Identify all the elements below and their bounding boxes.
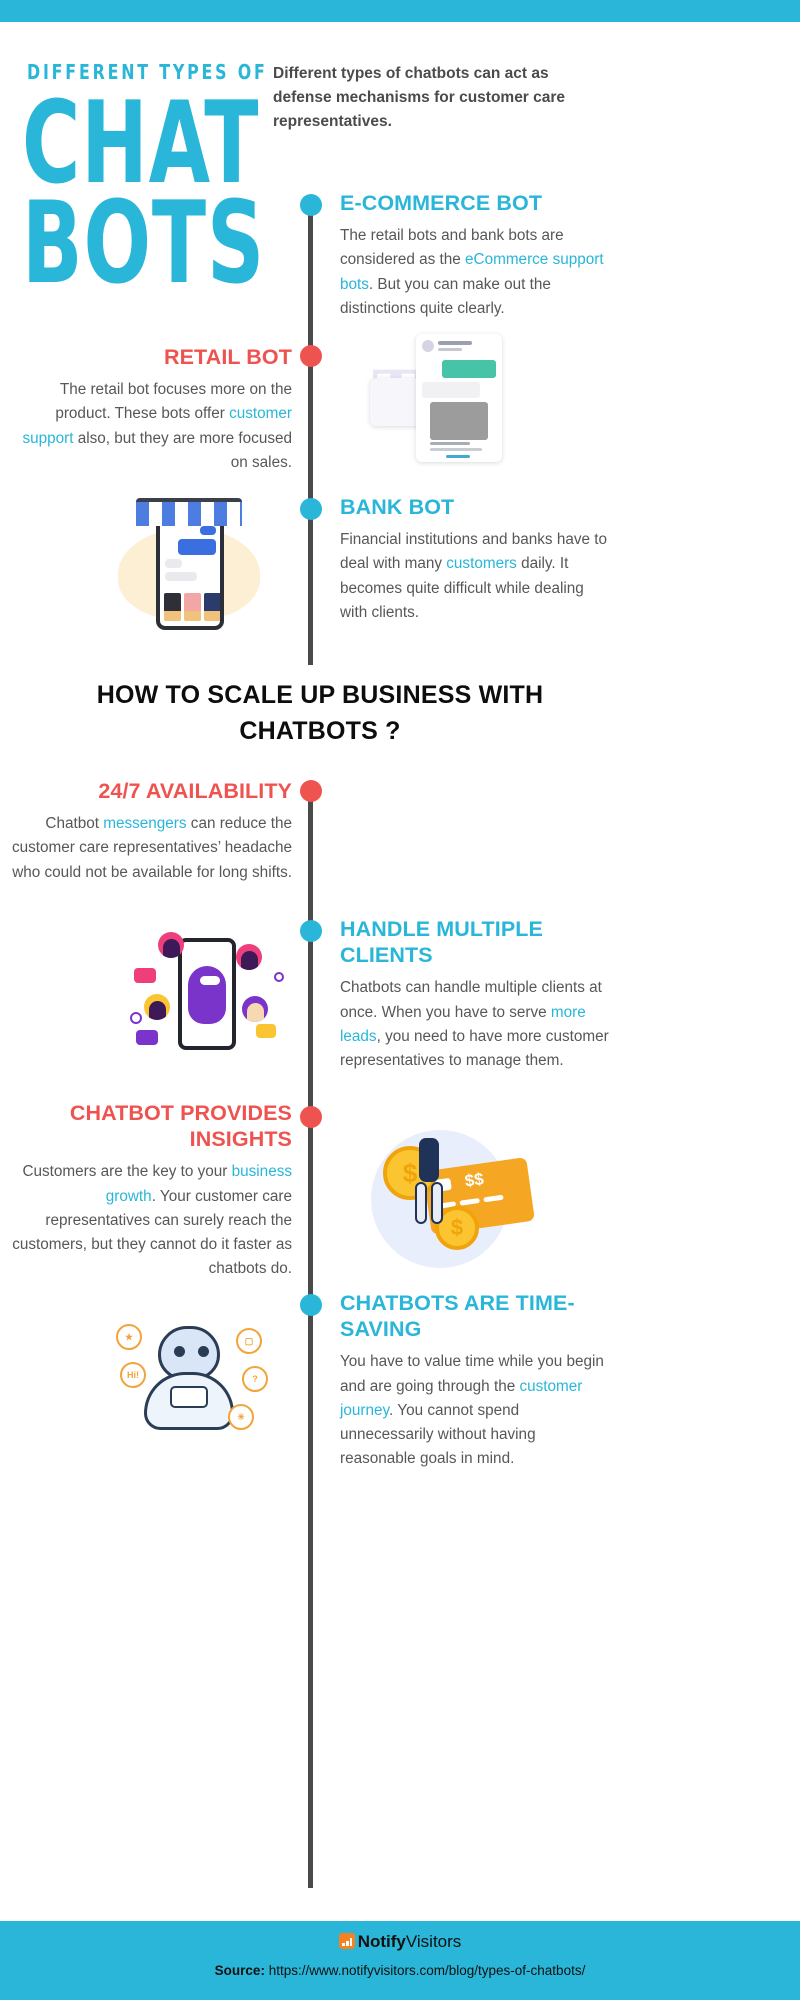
highlight-link-messengers[interactable]: messengers <box>103 815 187 833</box>
header-title-line1: CHAT <box>22 77 260 210</box>
section-body-e-commerce-bot: The retail bots and bank bots are consid… <box>340 227 604 317</box>
timeline-dot-retail-bot[interactable] <box>300 345 322 367</box>
illustration-money-card-robot: $$ $ $ <box>355 1120 545 1280</box>
section-heading-chatbots-are-time-saving: CHATBOTS ARE TIME-SAVING <box>340 1291 575 1342</box>
top-accent-bar <box>0 0 800 22</box>
highlight-link-ecommerce-support-bots[interactable]: eCommerce support bots <box>340 251 604 293</box>
section-retail-bot: RETAIL BOT The retail bot focuses more o… <box>10 344 292 475</box>
footer-source: Source: https://www.notifyvisitors.com/b… <box>0 1963 800 1978</box>
source-url[interactable]: https://www.notifyvisitors.com/blog/type… <box>268 1963 586 1978</box>
footer-brand: NotifyVisitors <box>0 1932 800 1952</box>
mid-heading-line1: HOW TO SCALE UP BUSINESS WITH <box>96 681 544 709</box>
timeline-dot-handle-multiple-clients[interactable] <box>300 920 322 942</box>
highlight-link-more-leads[interactable]: more leads <box>340 1003 586 1045</box>
timeline-dot-e-commerce-bot[interactable] <box>300 194 322 216</box>
section-heading-chatbot-provides-insights: CHATBOT PROVIDES INSIGHTS <box>69 1101 292 1152</box>
illustration-time-saving-robot: Hi! ★ ▢ ? ☀ <box>110 1300 280 1450</box>
header-kicker: DIFFERENT TYPES OF <box>27 60 268 84</box>
section-heading-retail-bot: RETAIL BOT <box>163 345 292 369</box>
illustration-retail-shop-phone <box>110 490 270 640</box>
highlight-link-customer-journey[interactable]: customer journey <box>340 1377 583 1419</box>
section-heading-e-commerce-bot: E-COMMERCE BOT <box>340 191 543 215</box>
section-handle-multiple-clients: HANDLE MULTIPLE CLIENTS Chatbots can han… <box>340 916 610 1073</box>
timeline-dot-availability[interactable] <box>300 780 322 802</box>
section-heading-availability: 24/7 AVAILABILITY <box>98 779 292 803</box>
highlight-link-customer-support[interactable]: customer support <box>22 405 292 447</box>
timeline-dot-bank-bot[interactable] <box>300 498 322 520</box>
mid-section-heading: HOW TO SCALE UP BUSINESS WITH CHATBOTS ? <box>60 678 580 749</box>
highlight-link-business-growth[interactable]: business growth <box>105 1163 292 1205</box>
section-heading-handle-multiple-clients: HANDLE MULTIPLE CLIENTS <box>340 917 543 968</box>
section-body-chatbot-provides-insights: Customers are the key to your business g… <box>12 1163 292 1278</box>
mid-heading-line2: CHATBOTS ? <box>239 716 401 745</box>
timeline-dot-chatbot-provides-insights[interactable] <box>300 1106 322 1128</box>
section-bank-bot: BANK BOT Financial institutions and bank… <box>340 494 610 625</box>
section-body-availability: Chatbot messengers can reduce the custom… <box>11 815 292 881</box>
brand-name-bold: Notify <box>357 1932 406 1951</box>
header-title-line2: BOTS <box>22 177 266 310</box>
section-chatbots-are-time-saving: CHATBOTS ARE TIME-SAVING You have to val… <box>340 1290 610 1471</box>
highlight-link-customers[interactable]: customers <box>446 555 517 573</box>
header-intro-text: Different types of chatbots can act as d… <box>273 65 566 131</box>
timeline-line-upper <box>308 205 313 665</box>
section-availability: 24/7 AVAILABILITY Chatbot messengers can… <box>10 778 292 885</box>
section-chatbot-provides-insights: CHATBOT PROVIDES INSIGHTS Customers are … <box>10 1100 292 1281</box>
illustration-ecommerce-chat: T <box>370 330 530 470</box>
section-body-handle-multiple-clients: Chatbots can handle multiple clients at … <box>340 979 609 1069</box>
section-heading-bank-bot: BANK BOT <box>340 495 455 519</box>
section-body-chatbots-are-time-saving: You have to value time while you begin a… <box>340 1353 604 1468</box>
section-body-bank-bot: Financial institutions and banks have to… <box>340 531 608 621</box>
timeline-line-lower <box>308 790 313 1888</box>
timeline-dot-chatbots-are-time-saving[interactable] <box>300 1294 322 1316</box>
bottom-accent-bar <box>0 1921 800 2000</box>
notifyvisitors-logo-icon <box>338 1933 355 1949</box>
section-e-commerce-bot: E-COMMERCE BOT The retail bots and bank … <box>340 190 610 321</box>
illustration-multiple-clients <box>130 920 290 1080</box>
section-body-retail-bot: The retail bot focuses more on the produ… <box>22 381 292 471</box>
source-label: Source: <box>214 1963 265 1978</box>
brand-name-light: Visitors <box>405 1932 462 1951</box>
